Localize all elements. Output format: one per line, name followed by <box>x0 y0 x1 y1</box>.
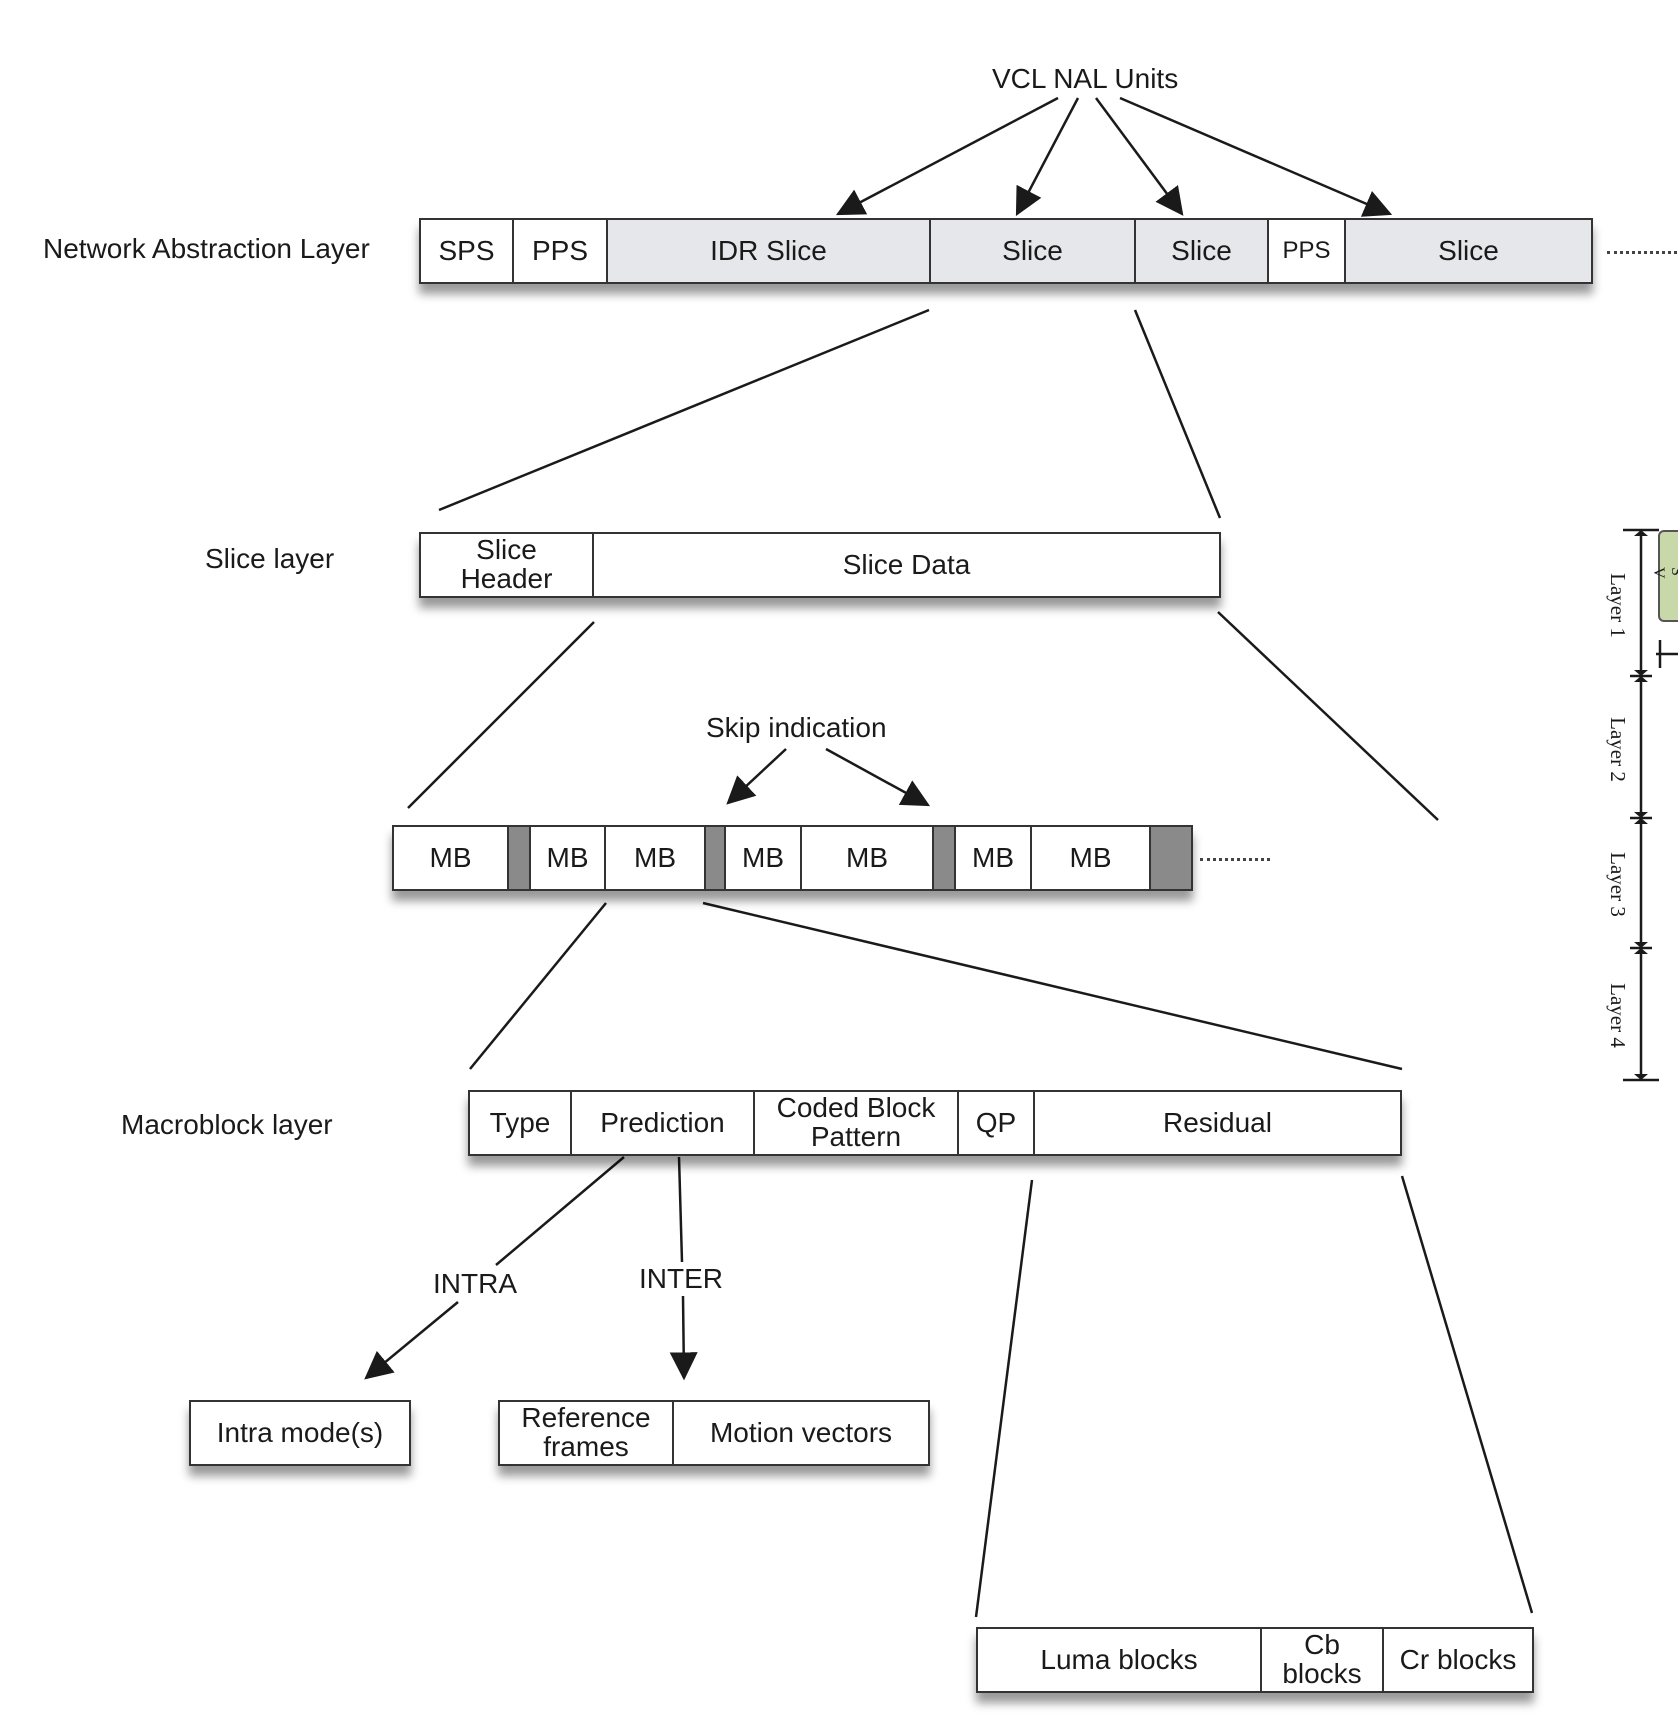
intra-label: INTRA <box>433 1268 517 1299</box>
inter-row: Reference frames Motion vectors <box>498 1400 930 1466</box>
mb-coded-block-pattern: Coded Block Pattern <box>755 1092 959 1154</box>
slice-header: Slice Header <box>421 534 594 596</box>
mb-residual: Residual <box>1035 1092 1400 1154</box>
skip-marker <box>706 827 726 889</box>
mb-prediction: Prediction <box>572 1092 755 1154</box>
nal-unit-pps: PPS <box>514 220 608 282</box>
inter-arrow <box>669 1295 698 1381</box>
reference-frames: Reference frames <box>500 1402 674 1464</box>
skip-marker <box>1151 827 1191 889</box>
cb-blocks: Cb blocks <box>1262 1629 1384 1691</box>
skip-indication-label: Skip indication <box>706 712 887 743</box>
macroblock: MB <box>726 827 802 889</box>
skip-marker <box>509 827 531 889</box>
network-abstraction-layer-label: Network Abstraction Layer <box>43 233 370 264</box>
macroblock: MB <box>606 827 706 889</box>
slice-data: Slice Data <box>594 534 1219 596</box>
inter-label: INTER <box>639 1263 723 1294</box>
mb-row: MB MB MB MB MB MB MB <box>392 825 1193 891</box>
expand-residual-right <box>1400 1175 1534 1614</box>
nal-unit-sps: SPS <box>421 220 514 282</box>
nal-unit-idr-slice: IDR Slice <box>608 220 931 282</box>
scale-layer-2: Layer 2 <box>1605 717 1630 782</box>
nal-unit-slice: Slice <box>931 220 1136 282</box>
vcl-arrow-idr <box>835 96 1059 216</box>
nal-row: SPS PPS IDR Slice Slice Slice PPS Slice <box>419 218 1593 284</box>
inter-branch <box>677 1156 684 1263</box>
intra-arrow <box>364 1301 459 1380</box>
macroblock: MB <box>394 827 509 889</box>
slice-layer-label: Slice layer <box>205 543 335 574</box>
side-scale-ticks <box>1634 530 1648 1080</box>
nal-unit-slice: Slice <box>1136 220 1269 282</box>
skip-arrow-left <box>726 748 787 805</box>
vcl-arrow-slice-3 <box>1119 96 1393 217</box>
expand-slice-left <box>438 308 930 512</box>
expand-slice-right <box>1133 309 1222 519</box>
mb-continuation-dots <box>1200 858 1270 861</box>
macroblock-row: Type Prediction Coded Block Pattern QP R… <box>468 1090 1402 1156</box>
macroblock: MB <box>802 827 934 889</box>
expand-slicedata-right <box>1217 611 1439 821</box>
nal-unit-slice: Slice <box>1346 220 1591 282</box>
macroblock: MB <box>1032 827 1151 889</box>
intra-modes: Intra mode(s) <box>191 1402 409 1464</box>
vcl-nal-units-label: VCL NAL Units <box>992 63 1179 94</box>
nal-unit-pps: PPS <box>1269 220 1346 282</box>
slice-row: Slice Header Slice Data <box>419 532 1221 598</box>
skip-arrow-right <box>825 747 931 807</box>
intra-branch <box>495 1156 625 1266</box>
side-green-box <box>1658 530 1678 622</box>
skip-marker <box>934 827 956 889</box>
residual-row: Luma blocks Cb blocks Cr blocks <box>976 1627 1534 1693</box>
scale-layer-4: Layer 4 <box>1605 983 1630 1048</box>
vcl-arrow-slice-1 <box>1015 97 1080 217</box>
motion-vectors: Motion vectors <box>674 1402 928 1464</box>
macroblock: MB <box>956 827 1032 889</box>
side-green-box-text: S V <box>1650 567 1678 579</box>
expand-mb-left <box>469 902 607 1070</box>
macroblock-layer-label: Macroblock layer <box>121 1109 333 1140</box>
expand-residual-left <box>974 1179 1034 1618</box>
mb-type: Type <box>470 1092 572 1154</box>
macroblock: MB <box>531 827 606 889</box>
luma-blocks: Luma blocks <box>978 1629 1262 1691</box>
vcl-arrow-slice-2 <box>1094 97 1184 216</box>
nal-continuation-dots <box>1607 251 1677 254</box>
intra-row: Intra mode(s) <box>189 1400 411 1466</box>
scale-layer-1: Layer 1 <box>1605 573 1630 638</box>
cr-blocks: Cr blocks <box>1384 1629 1532 1691</box>
expand-mb-right <box>702 901 1403 1071</box>
mb-qp: QP <box>959 1092 1035 1154</box>
scale-layer-3: Layer 3 <box>1605 852 1630 917</box>
expand-slicedata-left <box>407 621 595 809</box>
